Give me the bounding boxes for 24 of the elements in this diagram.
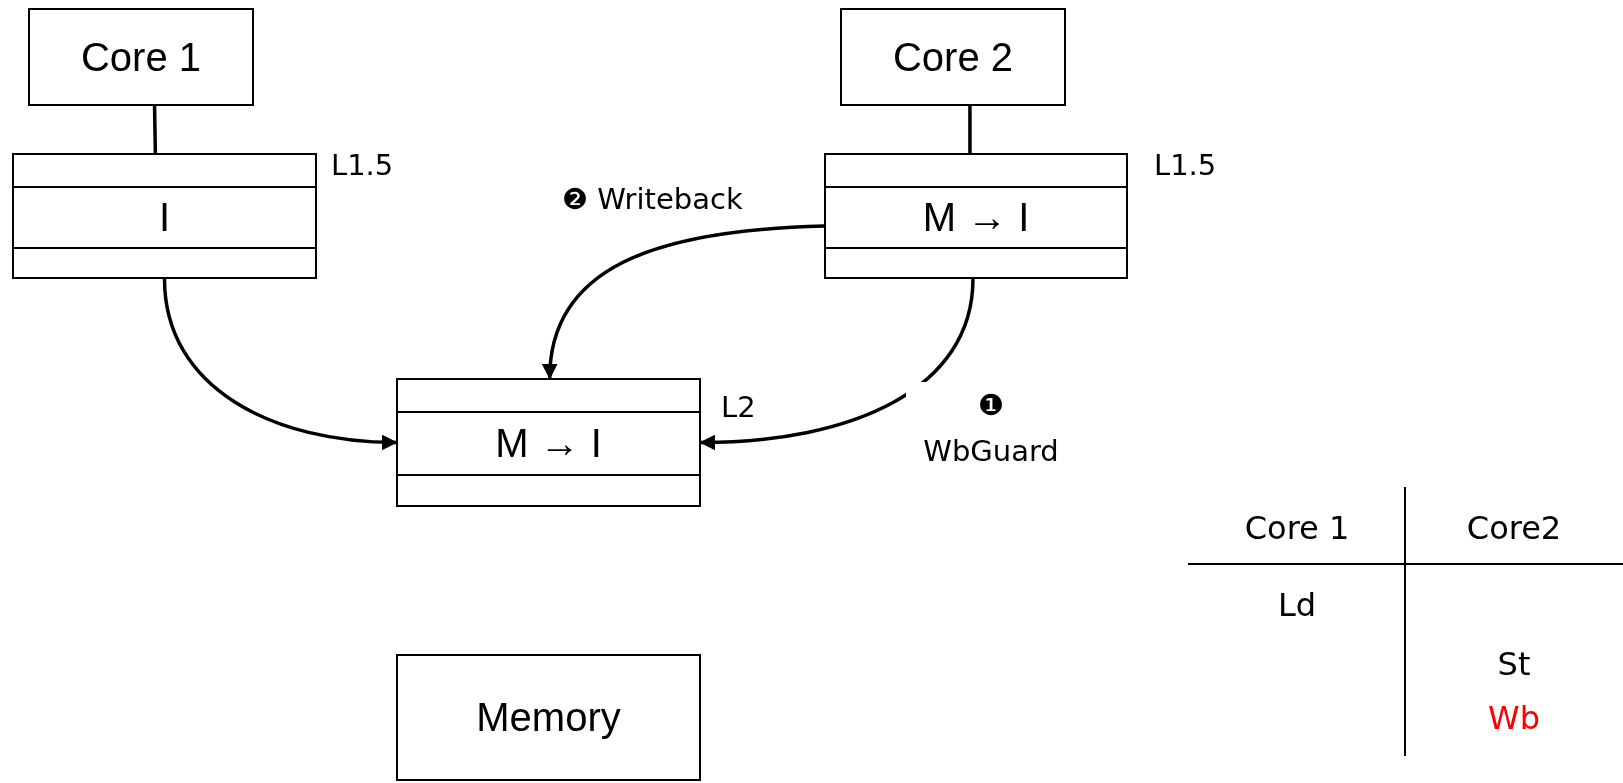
connector-line	[968, 106, 972, 153]
component-box	[840, 8, 1066, 106]
column-header: Core2	[1466, 509, 1562, 547]
cache-block	[396, 378, 701, 507]
component-box	[396, 654, 701, 781]
cache-level-label: L2	[721, 390, 756, 424]
cache-level-label: L1.5	[331, 148, 394, 182]
node-label: Core 2	[892, 34, 1014, 80]
cache-block	[824, 153, 1128, 279]
column-header: Core 1	[1244, 509, 1350, 547]
arrow	[162, 278, 398, 450]
cache-block	[12, 153, 317, 279]
component-box	[28, 8, 254, 106]
table-entry: Wb	[1488, 699, 1540, 737]
connector-line	[152, 105, 158, 154]
table-entry: St	[1497, 645, 1531, 683]
node-label: Core 1	[80, 34, 202, 80]
node-label: M → I	[495, 421, 602, 466]
node-label: I	[158, 194, 171, 240]
node-label: M → I	[922, 194, 1030, 240]
table-entry: Ld	[1277, 586, 1317, 624]
cache-level-label: L1.5	[1154, 148, 1217, 182]
arrow	[542, 224, 825, 380]
node-label: Memory	[476, 695, 621, 740]
